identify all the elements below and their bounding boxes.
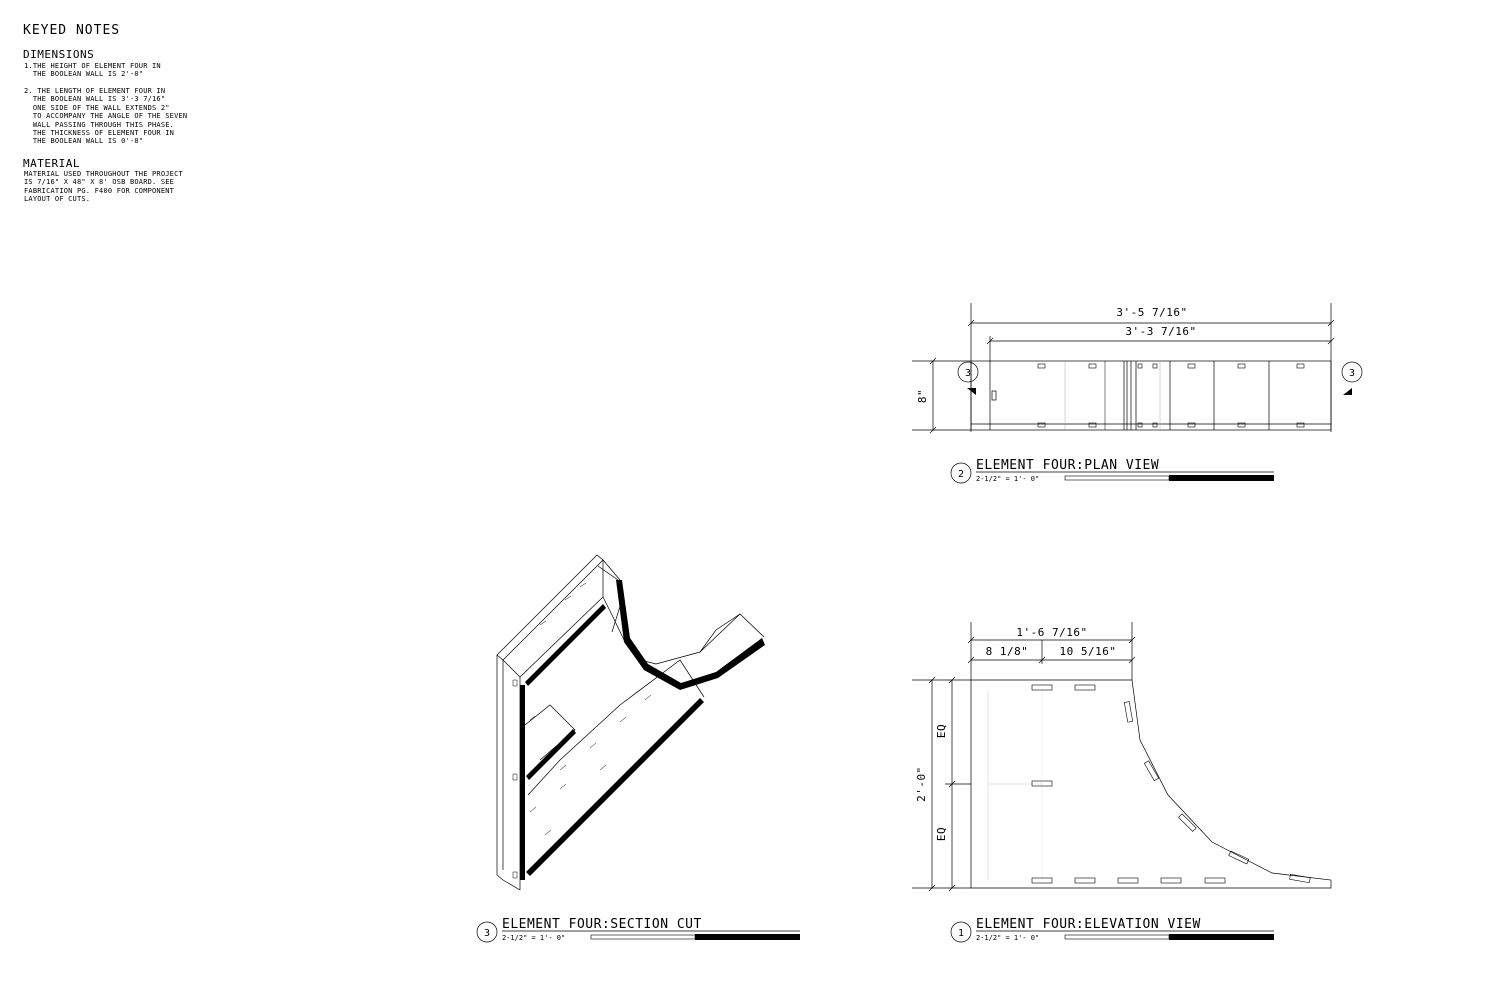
elevation-view-drawing xyxy=(912,622,1332,892)
plan-dim-overall: 3'-5 7/16" xyxy=(1116,306,1187,319)
elevation-dim-a: 8 1/8" xyxy=(986,645,1029,658)
elevation-eq-upper: EQ xyxy=(935,724,948,738)
elevation-scale-bar xyxy=(1064,934,1274,940)
section-cut-drawing xyxy=(496,554,765,891)
plan-scale-bar xyxy=(1064,475,1274,481)
dimensions-heading: DIMENSIONS xyxy=(23,48,95,61)
plan-view-scale: 2-1/2" = 1'- 0" xyxy=(976,475,1039,483)
plan-view-number: 2 xyxy=(958,469,964,480)
plan-section-marker-right: 3 xyxy=(1349,368,1355,379)
elevation-view-title: ELEMENT FOUR:ELEVATION VIEW xyxy=(976,917,1201,932)
section-scale-bar xyxy=(590,934,800,940)
plan-section-marker-left: 3 xyxy=(965,368,971,379)
elevation-view-scale: 2-1/2" = 1'- 0" xyxy=(976,934,1039,942)
section-cut-number: 3 xyxy=(484,928,490,939)
dimensions-note-2: 2. THE LENGTH OF ELEMENT FOUR IN THE BOO… xyxy=(24,87,188,146)
dimensions-note-1: 1.THE HEIGHT OF ELEMENT FOUR IN THE BOOL… xyxy=(24,62,161,79)
section-cut-poche xyxy=(520,580,765,880)
plan-view-drawing xyxy=(912,303,1363,434)
section-cut-title: ELEMENT FOUR:SECTION CUT xyxy=(502,917,702,932)
elevation-dim-top: 1'-6 7/16" xyxy=(1016,626,1087,639)
elevation-dim-height: 2'-0" xyxy=(915,766,928,802)
material-note: MATERIAL USED THROUGHOUT THE PROJECT IS … xyxy=(24,170,183,204)
elevation-eq-lower: EQ xyxy=(935,827,948,841)
section-cut-scale: 2-1/2" = 1'- 0" xyxy=(502,934,565,942)
elevation-dim-b: 10 5/16" xyxy=(1060,645,1117,658)
plan-dim-length: 3'-3 7/16" xyxy=(1125,325,1196,338)
keyed-notes-heading: KEYED NOTES xyxy=(23,23,121,38)
material-heading: MATERIAL xyxy=(23,157,80,170)
plan-view-title: ELEMENT FOUR:PLAN VIEW xyxy=(976,458,1159,473)
elevation-view-number: 1 xyxy=(958,928,964,939)
section-arrow-right-icon xyxy=(1343,388,1352,395)
plan-dim-thickness: 8" xyxy=(916,389,929,403)
section-arrow-left-icon xyxy=(967,388,976,395)
